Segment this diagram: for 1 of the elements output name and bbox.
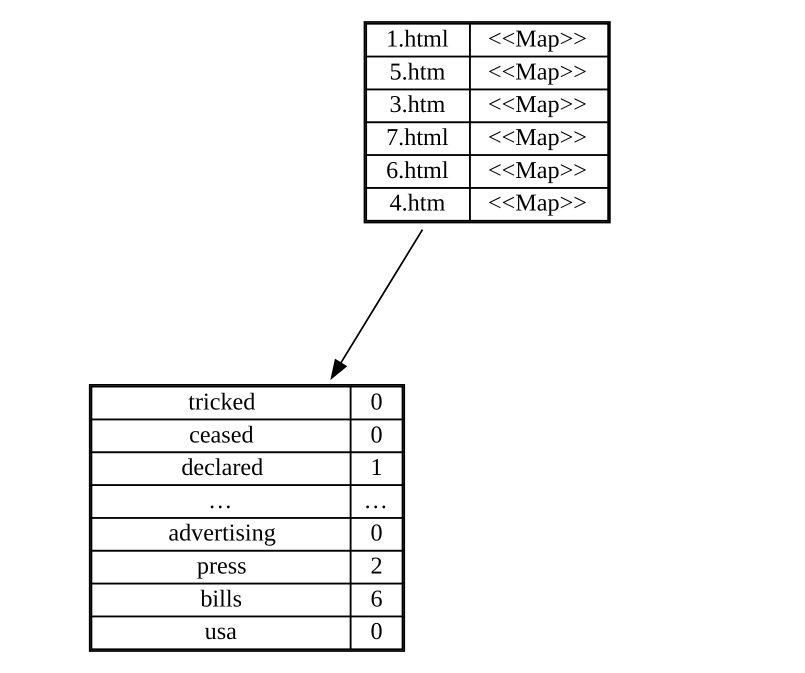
arrow [330, 229, 424, 380]
